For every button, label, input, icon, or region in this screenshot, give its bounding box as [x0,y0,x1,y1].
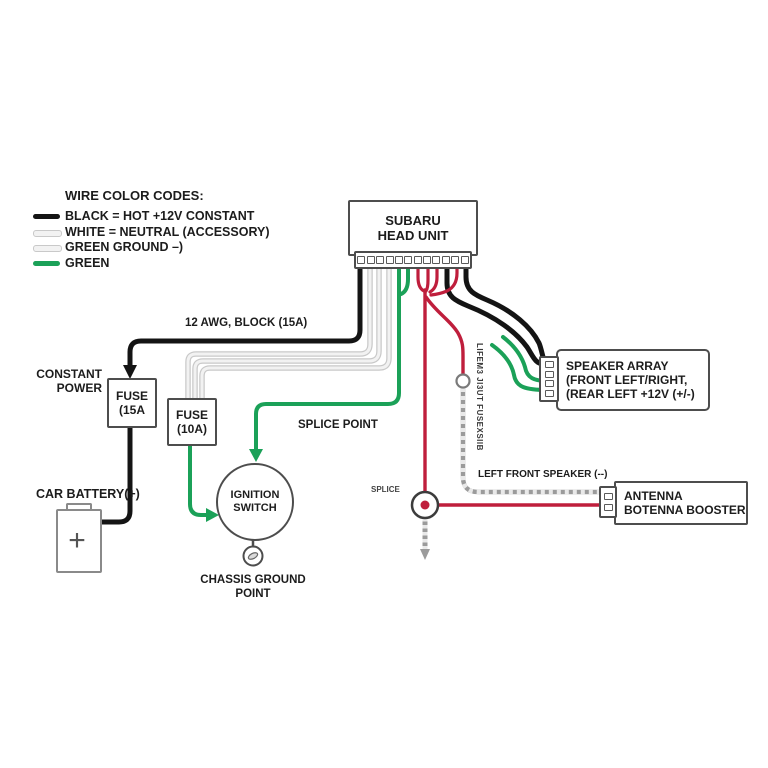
antenna-box: ANTENNA BOTENNA BOOSTER [614,481,748,525]
splice-point-label: SPLICE POINT [298,419,378,431]
antenna-line2: BOTENNA BOOSTER [624,503,746,517]
head-unit-line1: SUBARU [385,212,441,228]
head-unit-box: SUBARU HEAD UNIT [348,200,478,256]
connector-pin [460,256,469,264]
fuse-15a-box: FUSE (15A [107,378,157,428]
inline-connector-circle [455,373,471,389]
arrow-into-fuse15a [123,365,137,379]
white-wire-1-edge [185,263,373,401]
speaker-array-line3: (REAR LEFT +12V (+/-) [566,387,695,402]
black-wire-constant-power [127,266,363,366]
splice-small-label: SPLICE [371,485,400,494]
legend-label-white: WHITE = NEUTRAL (ACCESSORY) [65,225,270,239]
battery-plus-sign: + [68,524,86,557]
head-unit-line2: HEAD UNIT [377,228,449,243]
battery-terminal-tab [66,503,92,513]
arrow-green-into-ignition-left [206,508,219,522]
connector-pin [366,256,375,264]
speaker-array-connector [539,356,559,402]
white-wire-1-core [186,264,372,400]
constant-power-line2: POWER [56,381,102,396]
connector-pin [385,256,394,264]
white-wire-2-core [193,264,381,400]
connector-pin [394,256,403,264]
legend-swatch-white [33,230,62,237]
black-speaker-wire-1 [444,263,551,367]
connector-pin [441,256,450,264]
twisted-wire-speaker-braid [460,388,601,495]
legend-label-green: GREEN [65,256,110,270]
chassis-ground-label: CHASSIS GROUND POINT [193,574,313,601]
connector-pin [413,256,422,264]
fuse-15a-line2: (15A [118,403,145,417]
white-wire-2-edge [192,263,382,401]
fuse-15a-line1: FUSE [115,388,148,403]
fuse-10a-line1: FUSE [175,407,208,422]
awg-label: 12 AWG, BLOCK (15A) [185,317,308,329]
legend-label-black: BLACK = HOT +12V CONSTANT [65,209,255,223]
green-wire-pin-loop [399,264,410,296]
connector-pin [432,256,441,264]
legend-title: WIRE COLOR CODES: [65,188,204,203]
legend-swatch-green-ground [33,245,62,252]
antenna-connector [599,486,617,518]
red-wire-merge-leg-1 [416,264,426,293]
head-unit-connector [354,251,472,269]
connector-pin [451,256,460,264]
red-wire-branch-to-connector [424,295,465,377]
ignition-line2: SWITCH [233,502,277,514]
splice-dot [420,500,430,510]
red-wire-crossing-leg [429,264,459,297]
legend-swatch-black [33,214,60,219]
connector-pin [376,256,385,264]
connector-pin [357,256,366,264]
black-wire-fuse-to-battery [85,425,133,525]
green-speaker-wire-1 [501,335,550,383]
fuse-10a-line2: (10A) [176,422,207,436]
antenna-line1: ANTENNA [624,488,683,503]
red-wire-merge-leg-2 [424,264,430,293]
green-wire-headunit-to-ignition [254,264,401,452]
connector-pin [544,380,554,388]
legend-label-green-ground: GREEN GROUND –) [65,240,184,254]
connector-pin [544,360,554,368]
speaker-array-box: SPEAKER ARRAY (FRONT LEFT/RIGHT, (REAR L… [556,349,710,411]
constant-power-line1: CONSTANT [36,367,102,381]
speaker-array-line1: SPEAKER ARRAY [566,358,669,373]
arrow-green-into-ignition-top [249,449,263,462]
connector-pin [404,256,413,264]
speaker-array-line2: (FRONT LEFT/RIGHT, [566,372,688,387]
battery-body [56,509,102,573]
green-wire-fuse10a-to-ignition [188,442,209,517]
ignition-switch-circle: IGNITION SWITCH [216,463,294,541]
connector-pin [544,390,554,398]
connector-pin [603,492,613,500]
connector-pin [603,504,613,512]
chassis-ground-line1: CHASSIS GROUND [200,574,306,586]
chassis-ground-line2: POINT [235,587,271,600]
red-wire-merge-leg-3 [428,264,439,294]
ground-screw-glyph [247,552,259,560]
legend-swatch-green [33,261,60,266]
fuse-10a-box: FUSE (10A) [167,398,217,446]
car-battery-label: CAR BATTERY(+) [36,487,140,501]
left-front-speaker-label: LEFT FRONT SPEAKER (--) [478,469,608,480]
connector-pin [423,256,431,264]
constant-power-label: CONSTANT POWER [30,367,102,395]
green-speaker-wire-2 [490,343,550,392]
ignition-line1: IGNITION [230,489,280,502]
screw-tip [420,549,430,560]
connector-pin [544,370,554,378]
rotated-wire-gibberish-text: LIFEM3 JI3UT FUSEXSIIB [475,343,484,451]
white-wire-3-core [200,264,391,400]
